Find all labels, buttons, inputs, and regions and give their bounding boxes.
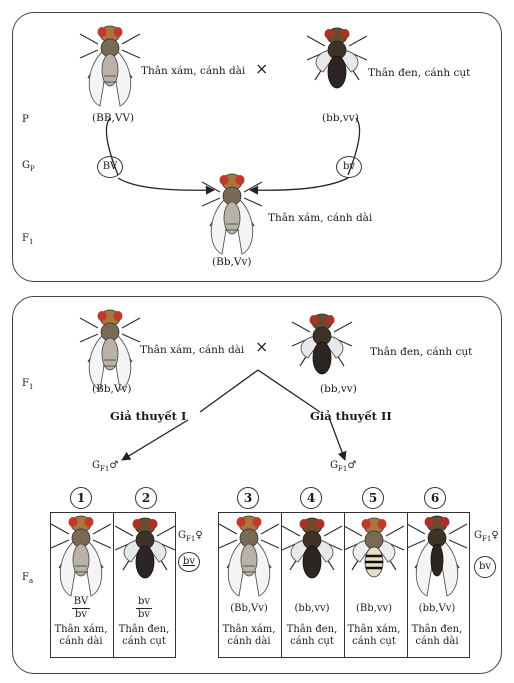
cross-sign: × [255, 59, 269, 78]
bottom-cross-sign: × [255, 337, 269, 356]
offspring-1-phenotype: Thân xám,cánh dài [54, 624, 108, 647]
parent-left-genotype: (BB,VV) [92, 112, 135, 124]
fly-offspring-4-black-short-wing [281, 517, 343, 579]
offspring-3-genotype: (Bb,Vv) [230, 603, 268, 614]
gamete-female-bv-1: bv [178, 552, 200, 572]
fly-f1-black-short-wing [291, 313, 353, 375]
offspring-number-6: 6 [424, 487, 446, 509]
f1-genotype: (Bb,Vv) [212, 256, 252, 268]
offspring-box-hypothesis-2 [218, 512, 470, 658]
row-label-fa: Fa [22, 572, 34, 585]
bottom-left-genotype: (Bb,Vv) [92, 383, 132, 395]
f1-phenotype: Thân xám, cánh dài [268, 212, 373, 224]
offspring-6-phenotype: Thân đen,cánh dài [411, 624, 463, 647]
offspring-5-phenotype: Thân xám,cánh cụt [347, 624, 401, 647]
row-label-gp: GP [22, 160, 35, 173]
row-label-f1-bottom: F1 [22, 378, 34, 391]
fly-offspring-6-black-long-wing [406, 515, 468, 597]
row-label-f1: F1 [22, 233, 34, 246]
offspring-number-1: 1 [70, 487, 92, 509]
offspring-3-phenotype: Thân xám,cánh dài [222, 624, 276, 647]
bottom-left-phenotype: Thân xám, cánh dài [140, 344, 245, 356]
fly-offspring-2-black-short-wing [114, 517, 176, 579]
fly-offspring-1-grey-long-wing [50, 515, 112, 597]
offspring-2-phenotype: Thân đen,cánh cụt [118, 624, 170, 647]
gamete-f1-female-1: GF1♀ [178, 530, 203, 543]
offspring-6-genotype: (bb,Vv) [418, 603, 456, 614]
parent-left-phenotype: Thân xám, cánh dài [141, 65, 246, 77]
offspring-4-phenotype: Thân đen,cánh cụt [286, 624, 338, 647]
offspring-number-4: 4 [300, 487, 322, 509]
bottom-right-phenotype: Thân đen, cánh cụt [370, 346, 473, 358]
fly-f1-grey-long-wing [79, 309, 141, 391]
offspring-4-genotype: (bb,vv) [294, 603, 330, 614]
offspring-number-5: 5 [362, 487, 384, 509]
hypothesis-1-label: Giả thuyết I [110, 409, 187, 423]
row-label-p: P [22, 114, 29, 125]
gamete-f1-female-2: GF1♀ [474, 530, 499, 543]
parent-right-phenotype: Thân đen, cánh cụt [368, 67, 471, 79]
hypothesis-2-label: Giả thuyết II [310, 409, 392, 423]
fly-offspring-3-grey-long-wing [218, 515, 280, 597]
parent-right-genotype: (bb,vv) [322, 112, 359, 124]
fly-offspring-5-grey-short-wing [342, 516, 406, 579]
gamete-f1-male-1: GF1♂ [92, 460, 119, 473]
gamete-left-bv-upper: BV [97, 156, 123, 178]
top-cross-panel [12, 12, 502, 282]
bottom-right-genotype: (bb,vv) [320, 383, 357, 395]
offspring-number-3: 3 [237, 487, 259, 509]
gamete-female-bv-2: bv [474, 556, 496, 578]
gamete-right-bv-lower: bv [336, 156, 362, 178]
offspring-box-hypothesis-1 [50, 512, 176, 658]
offspring-5-genotype: (Bb,vv) [355, 603, 393, 614]
gamete-f1-male-2: GF1♂ [330, 460, 357, 473]
offspring-number-2: 2 [135, 487, 157, 509]
